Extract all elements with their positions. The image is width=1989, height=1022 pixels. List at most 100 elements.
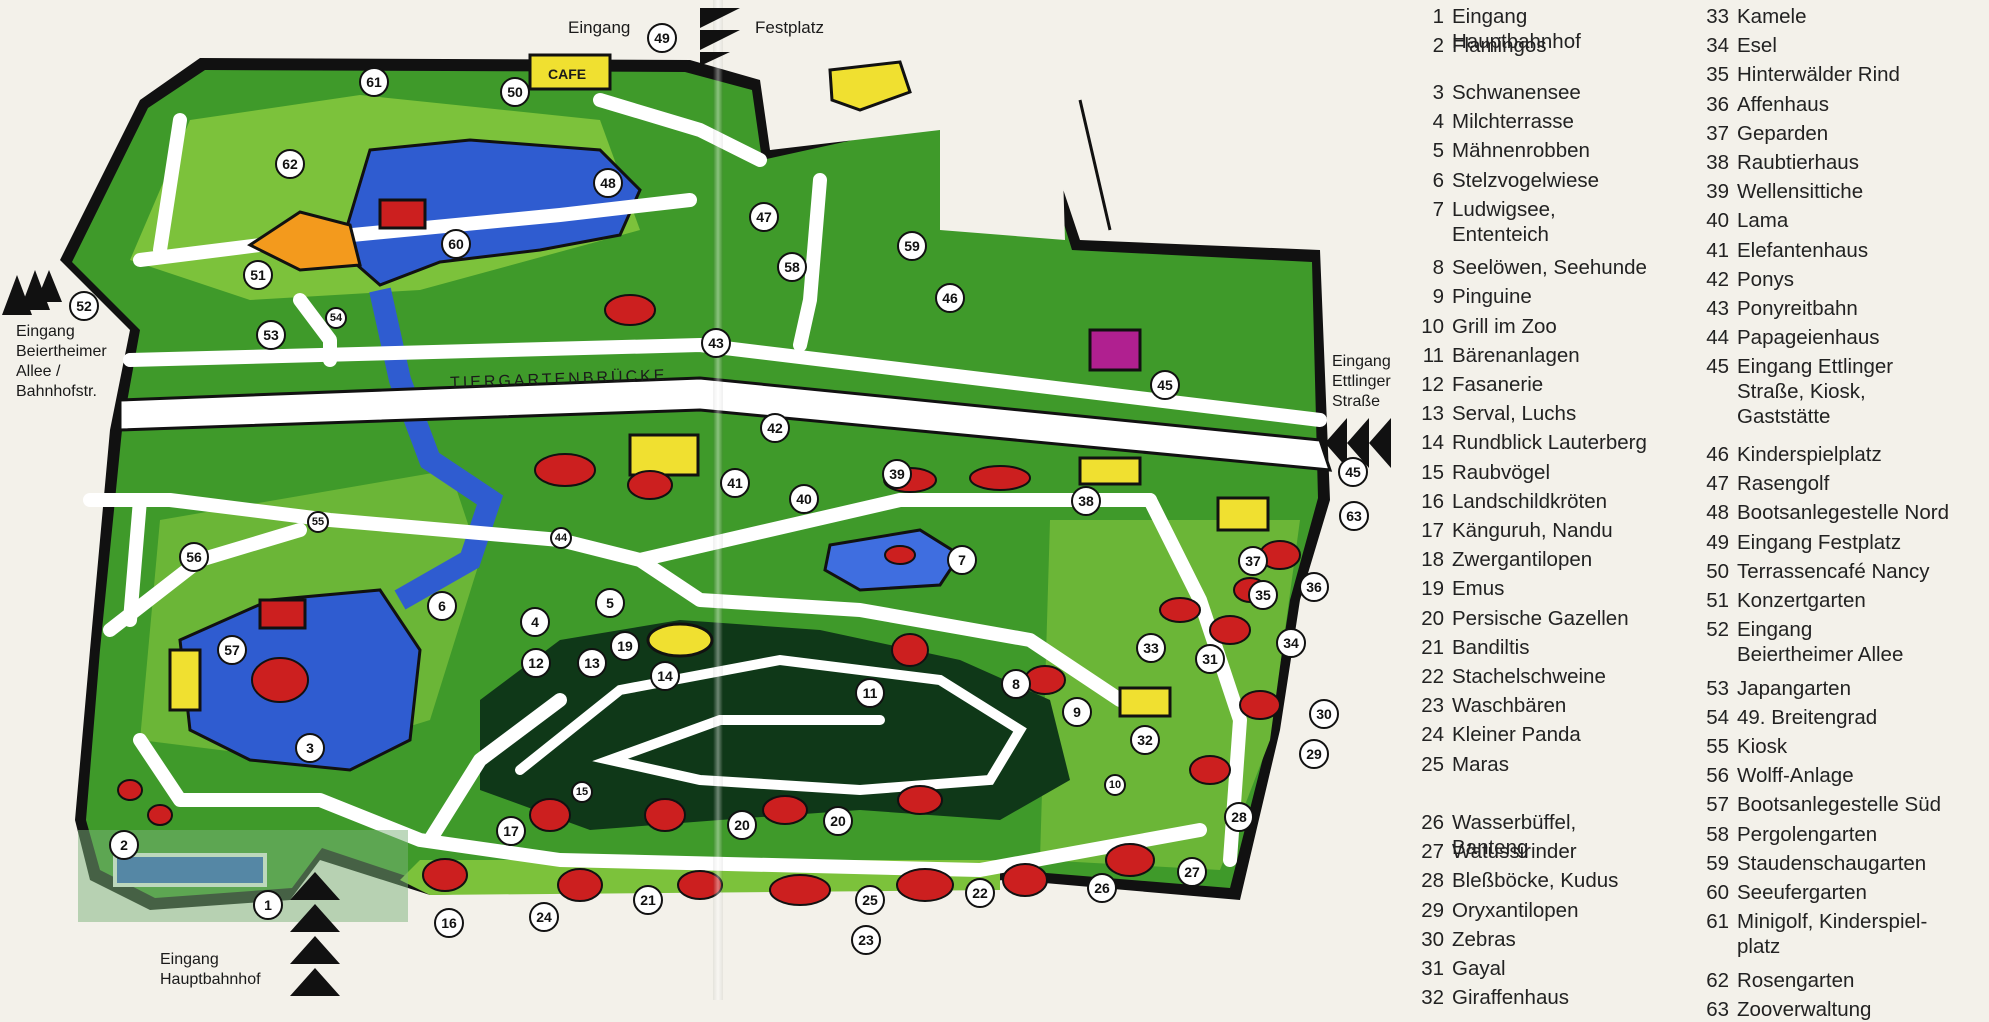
map-marker[interactable]: 9 xyxy=(1062,697,1092,727)
map-marker[interactable]: 1 xyxy=(253,890,283,920)
map-marker[interactable]: 46 xyxy=(935,283,965,313)
map-marker[interactable]: 7 xyxy=(947,545,977,575)
canal xyxy=(369,287,504,610)
map-marker[interactable]: 54 xyxy=(325,307,347,329)
map-marker[interactable]: 42 xyxy=(760,413,790,443)
map-marker[interactable]: 33 xyxy=(1136,633,1166,663)
legend-number: 12 xyxy=(1421,372,1444,396)
map-marker[interactable]: 2 xyxy=(109,830,139,860)
map-marker[interactable]: 41 xyxy=(720,468,750,498)
map-marker[interactable]: 45 xyxy=(1338,457,1368,487)
map-marker[interactable]: 38 xyxy=(1071,486,1101,516)
legend-label: Waschbären xyxy=(1452,694,1567,718)
legend-label: Känguruh, Nandu xyxy=(1452,518,1613,542)
map-marker[interactable]: 23 xyxy=(851,925,881,955)
map-marker[interactable]: 62 xyxy=(275,149,305,179)
map-marker[interactable]: 11 xyxy=(855,678,885,708)
map-marker[interactable]: 6 xyxy=(427,591,457,621)
map-marker[interactable]: 50 xyxy=(500,77,530,107)
legend-label: Flamingos xyxy=(1452,34,1547,58)
map-marker[interactable]: 26 xyxy=(1087,873,1117,903)
map-marker[interactable]: 43 xyxy=(701,328,731,358)
legend-number: 19 xyxy=(1421,577,1444,601)
map-marker[interactable]: 17 xyxy=(496,816,526,846)
map-marker[interactable]: 20 xyxy=(823,806,853,836)
map-marker[interactable]: 47 xyxy=(749,202,779,232)
map-marker[interactable]: 22 xyxy=(965,878,995,908)
map-marker[interactable]: 61 xyxy=(359,67,389,97)
map-marker[interactable]: 19 xyxy=(610,631,640,661)
map-marker[interactable]: 48 xyxy=(593,168,623,198)
map-marker[interactable]: 49 xyxy=(647,23,677,53)
legend-number: 60 xyxy=(1706,881,1729,904)
map-marker[interactable]: 31 xyxy=(1195,644,1225,674)
map-marker[interactable]: 8 xyxy=(1001,669,1031,699)
map-marker[interactable]: 24 xyxy=(529,902,559,932)
legend-number: 14 xyxy=(1421,431,1444,455)
map-marker[interactable]: 57 xyxy=(217,635,247,665)
map-marker[interactable]: 63 xyxy=(1339,501,1369,531)
legend-number: 53 xyxy=(1706,676,1729,700)
map-marker[interactable]: 40 xyxy=(789,484,819,514)
map-marker[interactable]: 59 xyxy=(897,231,927,261)
legend-label: Japangarten xyxy=(1737,676,1851,700)
map-marker[interactable]: 36 xyxy=(1299,572,1329,602)
map-marker[interactable]: 21 xyxy=(633,885,663,915)
legend-number: 23 xyxy=(1421,694,1444,718)
map-marker[interactable]: 25 xyxy=(855,885,885,915)
map-marker[interactable]: 12 xyxy=(521,648,551,678)
legend-number: 26 xyxy=(1421,810,1444,834)
map-marker[interactable]: 51 xyxy=(243,260,273,290)
map-marker[interactable]: 34 xyxy=(1276,628,1306,658)
map-marker[interactable]: 28 xyxy=(1224,802,1254,832)
legend-number: 5 xyxy=(1432,139,1444,163)
map-marker[interactable]: 35 xyxy=(1248,580,1278,610)
map-marker[interactable]: 16 xyxy=(434,908,464,938)
legend-label: Kleiner Panda xyxy=(1452,723,1581,747)
map-marker[interactable]: 39 xyxy=(882,459,912,489)
legend-label: Elefantenhaus xyxy=(1737,238,1869,262)
map-marker[interactable]: 13 xyxy=(577,648,607,678)
entrance-arrow-right xyxy=(1325,418,1391,468)
map-marker[interactable]: 15 xyxy=(571,781,593,803)
map-marker[interactable]: 14 xyxy=(650,661,680,691)
map-marker[interactable]: 10 xyxy=(1104,774,1126,796)
legend-number: 30 xyxy=(1421,927,1444,951)
map-marker[interactable]: 55 xyxy=(307,511,329,533)
map-marker[interactable]: 37 xyxy=(1238,546,1268,576)
legend-number: 34 xyxy=(1706,34,1729,58)
map-marker[interactable]: 56 xyxy=(179,542,209,572)
map-marker[interactable]: 4 xyxy=(520,607,550,637)
map-marker[interactable]: 44 xyxy=(550,527,572,549)
legend-number: 8 xyxy=(1432,256,1444,280)
map-marker[interactable]: 32 xyxy=(1130,725,1160,755)
map-marker[interactable]: 20 xyxy=(727,810,757,840)
legend-label: Staudenschaugarten xyxy=(1737,851,1927,875)
map-marker[interactable]: 53 xyxy=(256,320,286,350)
legend-label: Giraffenhaus xyxy=(1452,986,1570,1010)
map-marker[interactable]: 60 xyxy=(441,229,471,259)
map-marker[interactable]: 29 xyxy=(1299,739,1329,769)
legend-number: 27 xyxy=(1421,840,1444,864)
map-marker[interactable]: 27 xyxy=(1177,857,1207,887)
map-marker[interactable]: 58 xyxy=(777,252,807,282)
legend-number: 21 xyxy=(1421,635,1444,659)
map-marker[interactable]: 3 xyxy=(295,733,325,763)
hill-path xyxy=(515,654,1027,796)
legend-label: Rosengarten xyxy=(1737,968,1855,992)
map-marker[interactable]: 30 xyxy=(1309,699,1339,729)
map-marker[interactable]: 52 xyxy=(69,291,99,321)
map-marker[interactable]: 5 xyxy=(595,588,625,618)
legend-label: Persische Gazellen xyxy=(1452,606,1629,630)
animal-figures xyxy=(117,294,1301,906)
legend-number: 41 xyxy=(1706,238,1729,262)
map-marker[interactable]: 45 xyxy=(1150,370,1180,400)
legend-number: 45 xyxy=(1706,355,1729,379)
legend-number: 37 xyxy=(1706,121,1729,145)
